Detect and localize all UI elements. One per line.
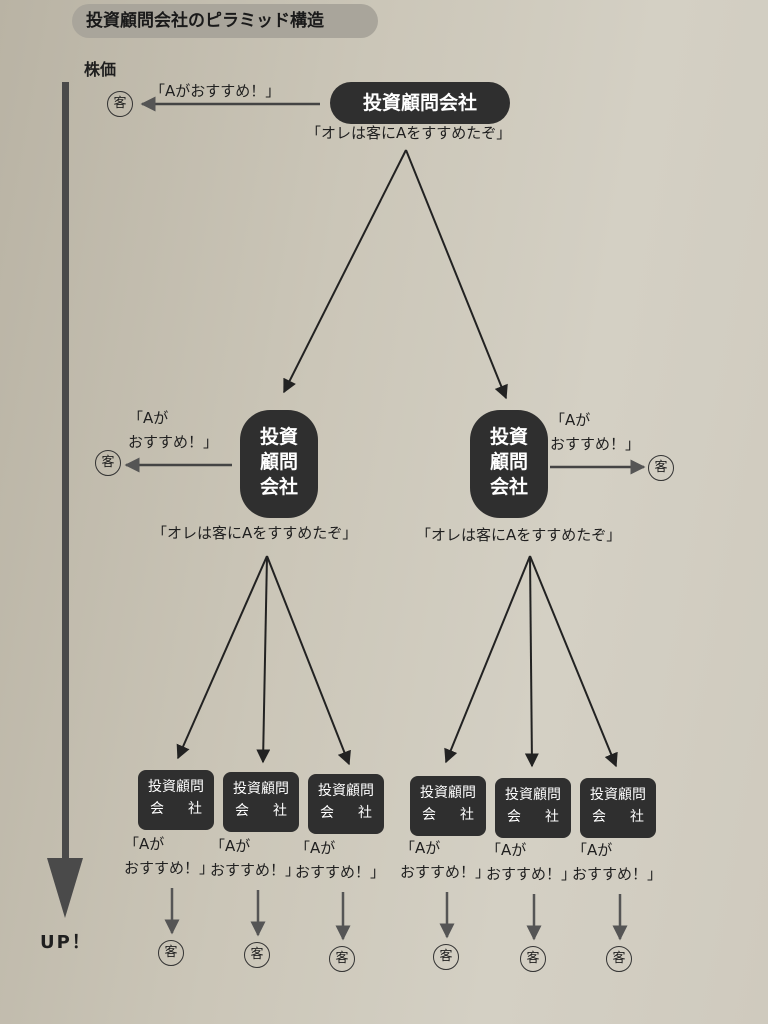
arrow-midleft-to-bottom-1 xyxy=(176,555,268,760)
customer-circle: 客 xyxy=(95,450,121,476)
customer-circle: 客 xyxy=(648,455,674,481)
arrow-midright-to-bottom-1 xyxy=(444,555,531,764)
bottom-company-node: 投資顧問 会社 xyxy=(223,772,299,832)
up-label: UP！ xyxy=(40,932,92,953)
mid-right-company-node: 投資 顧問 会社 xyxy=(470,410,548,518)
bottom-company-node: 投資顧問 会社 xyxy=(410,776,486,836)
bottom-company-node: 投資顧問 会社 xyxy=(308,774,384,834)
top-company-node: 投資顧問会社 xyxy=(330,82,510,124)
customer-circle: 客 xyxy=(107,91,133,117)
bottom-company-node: 投資顧問 会社 xyxy=(580,778,656,838)
bottom-recommend-quote: 「Aが おすすめ！」 xyxy=(486,841,577,883)
mid-right-recommend-quote: 「Aが おすすめ！」 xyxy=(550,411,641,453)
top-recommend-quote: 「Aがおすすめ！」 xyxy=(150,82,281,100)
customer-circle: 客 xyxy=(433,944,459,970)
diagram-title: 投資顧問会社のピラミッド構造 xyxy=(72,4,378,38)
bottom-company-node: 投資顧問 会社 xyxy=(138,770,214,830)
bottom-recommend-quote: 「Aが おすすめ！」 xyxy=(572,841,663,883)
bottom-recommend-quote: 「Aが おすすめ！」 xyxy=(295,839,386,881)
arrow-midleft-to-bottom-2 xyxy=(256,555,271,764)
customer-circle: 客 xyxy=(244,942,270,968)
arrow-top-to-mid-right xyxy=(405,149,508,400)
bottom-recommend-quote: 「Aが おすすめ！」 xyxy=(400,839,491,881)
customer-circle: 客 xyxy=(606,946,632,972)
arrow-midright-to-bottom-2 xyxy=(524,555,539,768)
mid-left-claim-quote: 「オレは客にAをすすめたぞ」 xyxy=(152,524,358,542)
bottom-recommend-quote: 「Aが おすすめ！」 xyxy=(124,835,215,877)
customer-circle: 客 xyxy=(158,940,184,966)
stock-price-label: 株価 xyxy=(84,60,117,79)
arrow-midright-to-bottom-3 xyxy=(529,555,618,768)
customer-circle: 客 xyxy=(520,946,546,972)
mid-left-company-node: 投資 顧問 会社 xyxy=(240,410,318,518)
mid-right-claim-quote: 「オレは客にAをすすめたぞ」 xyxy=(416,526,622,544)
bottom-company-node: 投資顧問 会社 xyxy=(495,778,571,838)
bottom-recommend-quote: 「Aが おすすめ！」 xyxy=(210,837,301,879)
mid-left-recommend-quote: 「Aが おすすめ！」 xyxy=(128,409,219,451)
customer-circle: 客 xyxy=(329,946,355,972)
arrow-midleft-to-bottom-3 xyxy=(266,555,351,766)
top-claim-quote: 「オレは客にAをすすめたぞ」 xyxy=(306,124,512,142)
arrow-top-to-mid-left xyxy=(283,149,407,394)
stock-axis-arrow xyxy=(47,82,83,918)
